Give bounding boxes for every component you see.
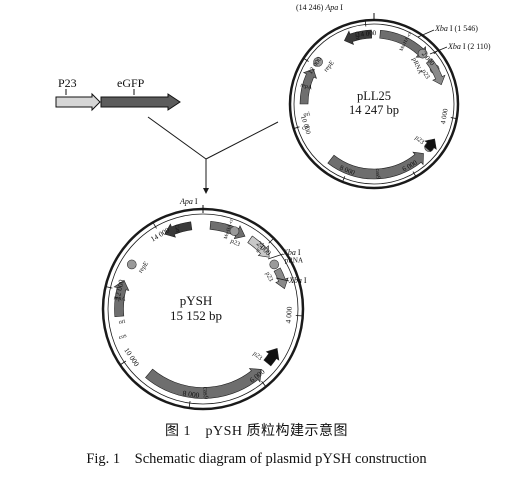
cas9-label: cas9 — [374, 168, 381, 179]
site-label-xba-2: Xba I (2 110) — [447, 42, 491, 51]
prna-label: pRNA — [285, 257, 303, 265]
scale-tick — [303, 57, 309, 62]
p23-label: p23 — [413, 134, 425, 146]
p23-label: p23 — [420, 68, 431, 80]
scale-tick — [364, 20, 367, 27]
site-label-xba-1: Xba I — [282, 248, 301, 257]
cos-label: cos — [118, 333, 128, 342]
plasmid-backbone-inner — [293, 23, 455, 185]
cas9-label: cas9 — [201, 387, 209, 400]
repe-label: repE — [137, 260, 150, 274]
prna-arrow — [273, 267, 289, 290]
plasmid-name: pYSH — [180, 293, 213, 308]
prna-arrow — [425, 58, 446, 86]
site-label-xba-2: Xba I — [288, 276, 307, 285]
p23-label: p23 — [251, 350, 263, 362]
scale-tick — [412, 171, 417, 177]
scale-tick — [268, 238, 274, 244]
repa-arrow — [299, 68, 317, 105]
figure-caption-chinese: 图 1 pYSH 质粒构建示意图 — [164, 424, 348, 439]
egfp-label: eGFP — [255, 242, 267, 254]
cos-label: cos — [301, 123, 311, 132]
scale-tick — [106, 286, 113, 289]
cos-site — [313, 57, 323, 67]
egfp-arrow — [247, 235, 270, 258]
plasmid-size: 14 247 bp — [349, 103, 399, 117]
scale-tick — [188, 401, 191, 408]
p23-label: p23 — [264, 271, 275, 283]
site-label-apa: (14 246) Apa I — [296, 3, 343, 12]
egfp-gene-arrow — [100, 93, 181, 111]
scale-tick — [120, 360, 127, 365]
repa-label: repA — [300, 82, 314, 91]
site-tick-xba-2 — [275, 277, 290, 282]
p23-label: p23 — [229, 238, 241, 249]
site-tick-xba-1 — [417, 29, 435, 38]
ori-label: ori — [118, 319, 126, 326]
scale-label: 8 000 — [182, 389, 200, 400]
scale-tick — [261, 381, 266, 387]
insert-promoter-label: P23 — [58, 76, 77, 90]
ori-label: ori — [303, 111, 311, 118]
p23-promoter-site — [269, 259, 280, 270]
kan-arrow — [263, 348, 280, 367]
site-label-xba-1: Xba I (1 546) — [434, 24, 478, 33]
scale-label: 14 000 — [357, 29, 377, 39]
gm-label: Gm — [173, 224, 182, 235]
scale-label: 10 000 — [299, 115, 312, 136]
scale-label: 4 000 — [284, 306, 294, 324]
plasmid-backbone-inner — [107, 213, 299, 405]
cos-site — [126, 259, 137, 270]
p23-promoter-site — [417, 48, 428, 59]
gm-label: Gm — [353, 31, 361, 41]
scale-tick — [153, 223, 157, 229]
scale-label: 4 000 — [439, 107, 450, 124]
p23-promoter-arrow — [55, 92, 101, 112]
site-tick-xba-2 — [429, 46, 448, 55]
plasmid-name: pLL25 — [357, 89, 391, 103]
kan-label: Kan — [266, 352, 278, 363]
cas9-arrow — [327, 151, 424, 180]
line-from-insert — [147, 116, 207, 160]
insert-cassette: P23 eGFP — [55, 76, 181, 112]
p23-promoter-site — [229, 226, 240, 236]
scale-label: 10 000 — [122, 346, 141, 368]
ms-ha-cr-label: Ms-HA-cr — [224, 218, 235, 240]
repa-arrow — [113, 279, 130, 318]
plasmid-size: 15 152 bp — [170, 308, 222, 323]
construction-lines — [147, 116, 279, 194]
gm-arrow — [164, 221, 193, 238]
scale-tick — [450, 117, 457, 119]
figure-caption-english: Fig. 1 Schematic diagram of plasmid pYSH… — [86, 451, 427, 467]
line-from-plasmid — [205, 121, 279, 160]
scale-tick — [293, 126, 300, 129]
repa-label: repA — [113, 295, 126, 303]
scale-label: 14 000 — [149, 225, 172, 243]
kan-arrow — [424, 138, 437, 152]
gm-arrow — [344, 29, 373, 45]
repe-label: repE — [323, 59, 336, 73]
kan-label: Kan — [425, 140, 437, 151]
scale-tick — [342, 176, 346, 183]
site-label-apa: Apa I — [179, 197, 198, 206]
insert-gene-label: eGFP — [117, 76, 145, 90]
cas9-arrow — [145, 368, 262, 399]
site-tick-xba-1 — [267, 253, 284, 260]
